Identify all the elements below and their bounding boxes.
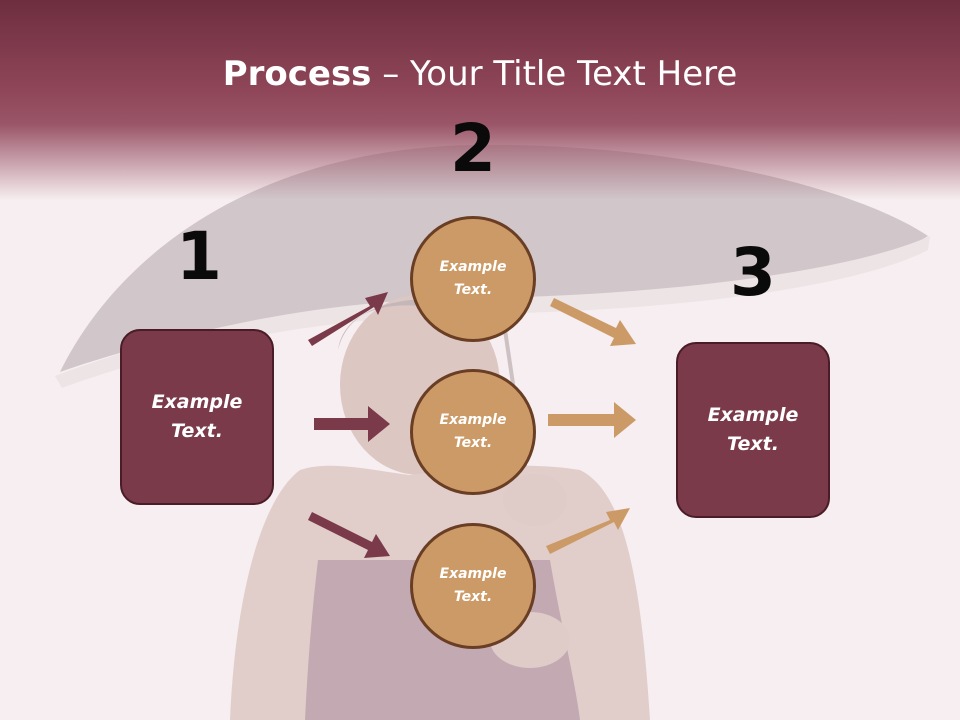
circle-top-text: Example Text.	[439, 259, 507, 298]
arrow-right-down	[550, 298, 636, 346]
arrow-right-straight	[548, 402, 636, 438]
step-number-2: 2	[450, 110, 496, 187]
right-box-text: Example Text.	[707, 404, 799, 455]
arrow-left-straight	[314, 406, 390, 442]
circle-middle[interactable]: Example Text.	[410, 369, 536, 495]
title-bold: Process	[222, 54, 372, 94]
circle-middle-text: Example Text.	[439, 412, 507, 451]
circle-top[interactable]: Example Text.	[410, 216, 536, 342]
right-box[interactable]: Example Text.	[676, 342, 830, 518]
header-band	[0, 0, 960, 200]
slide-title: Process – Your Title Text Here	[0, 52, 960, 96]
step-number-1: 1	[176, 218, 222, 295]
arrow-left-up	[308, 292, 388, 346]
left-box-text: Example Text.	[151, 391, 243, 442]
title-rest: – Your Title Text Here	[371, 54, 738, 94]
arrow-right-up	[546, 508, 630, 554]
arrow-left-down	[308, 512, 390, 558]
step-number-3: 3	[730, 234, 776, 311]
circle-bottom[interactable]: Example Text.	[410, 523, 536, 649]
left-box[interactable]: Example Text.	[120, 329, 274, 505]
circle-bottom-text: Example Text.	[439, 566, 507, 605]
